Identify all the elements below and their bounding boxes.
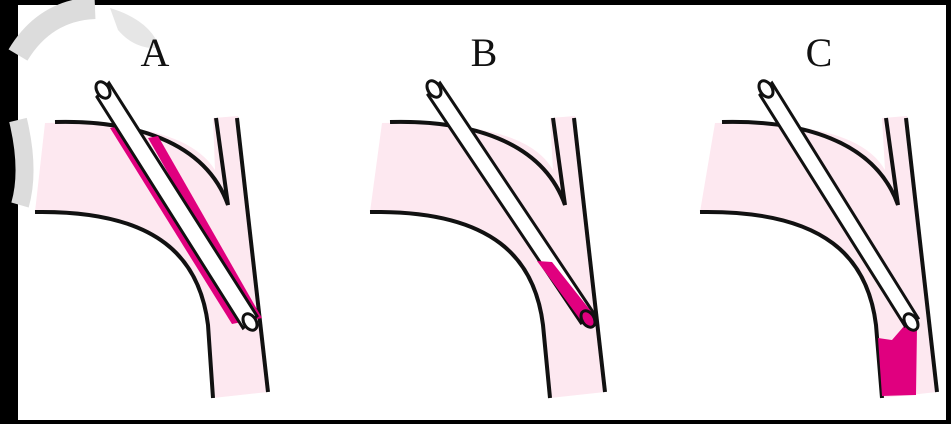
panel-label-a: A — [141, 30, 170, 75]
panel-label-c: C — [806, 30, 833, 75]
watermark-stroke — [18, 120, 25, 205]
panel-label-b: B — [471, 30, 498, 75]
